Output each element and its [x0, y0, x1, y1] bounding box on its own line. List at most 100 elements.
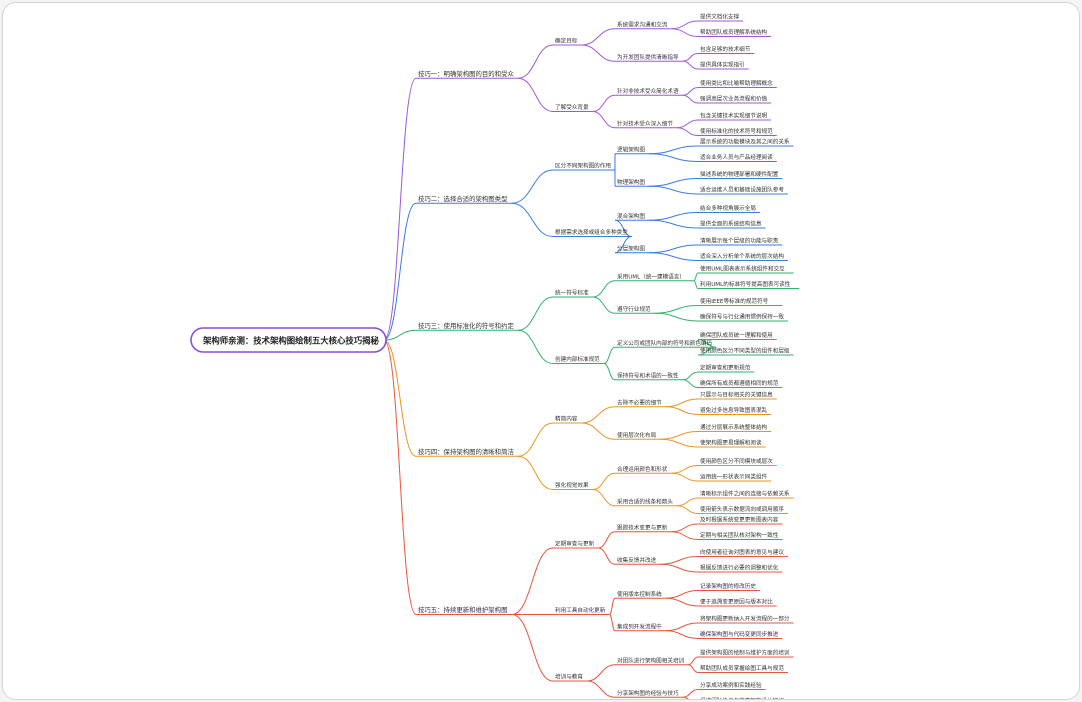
leaf-topic[interactable]: 运用统一形状表示同类组件 [698, 473, 772, 482]
leaf-topic[interactable]: 促进团队协作与共享架构设计知识 [698, 697, 788, 700]
detail-topic[interactable]: 采用合适的线条和箭头 [615, 497, 677, 507]
leaf-topic[interactable]: 确保架构图与代码变更同步推进 [698, 630, 783, 639]
subtopic[interactable]: 培训与教育 [553, 673, 587, 682]
detail-connector [671, 472, 699, 482]
leaf-topic-label: 适合深入分析单个系统的层次结构 [700, 252, 784, 260]
detail-topic[interactable]: 分层架构图 [615, 244, 649, 254]
leaf-topic[interactable]: 确保团队成员统一理解和使用 [698, 331, 777, 340]
leaf-topic[interactable]: 使用标准化的技术符号和规范 [698, 127, 777, 136]
detail-topic[interactable]: 逻辑架构图 [615, 145, 649, 155]
subtopic[interactable]: 根据需求选择或组合多种类型 [553, 228, 632, 237]
leaf-topic[interactable]: 包含关键技术实现细节说明 [698, 112, 772, 121]
detail-topic[interactable]: 集成到开发流程中 [615, 622, 666, 632]
leaf-topic[interactable]: 确保所有成员都遵循相同的规范 [698, 379, 783, 388]
leaf-topic[interactable]: 及时根据系统变更更新图表内容 [698, 516, 783, 525]
subtopic-connector [586, 680, 616, 698]
leaf-topic-label: 结合多种视角展示全局 [700, 204, 756, 212]
detail-topic[interactable]: 针对技术受众深入细节 [615, 119, 677, 129]
leaf-topic[interactable]: 清晰展示每个层级的功能与职责 [698, 237, 783, 246]
subtopic[interactable]: 确定目标 [553, 37, 582, 46]
leaf-topic[interactable]: 将架构图更新纳入开发流程的一部分 [698, 615, 794, 624]
leaf-topic-label: 适合业务人员与产品经理阅读 [700, 153, 773, 161]
leaf-topic[interactable]: 适合深入分析单个系统的层次结构 [698, 252, 788, 261]
leaf-topic[interactable]: 定期审查和更新规范 [698, 364, 755, 373]
detail-topic[interactable]: 分享架构图的经验与技巧 [615, 689, 683, 698]
detail-topic[interactable]: 针对非技术受众简化术语 [615, 87, 683, 96]
leaf-topic[interactable]: 向使用者征询对图表的意见与建议 [698, 548, 788, 557]
leaf-topic[interactable]: 提供架构图的绘制与维护方面的培训 [698, 649, 794, 658]
branch-topic-1-label: 技巧一：明确架构图的目的和受众 [418, 69, 514, 78]
leaf-topic[interactable]: 记录架构图的修改历史 [698, 582, 760, 591]
branch-topic-2[interactable]: 技巧二：选择合适的架构图类型 [416, 194, 512, 204]
leaf-topic-label: 确保团队成员统一理解和使用 [700, 331, 773, 339]
detail-topic[interactable]: 对团队进行架构图相关培训 [615, 656, 689, 666]
root-topic[interactable]: 架构师亲测：技术架构图绘制五大核心技巧揭秘 [190, 327, 387, 353]
leaf-topic-label: 描述系统的物理部署和硬件配置 [700, 170, 779, 178]
detail-topic[interactable]: 为开发团队提供清晰指导 [615, 53, 683, 62]
leaf-topic[interactable]: 只展示与目标相关的关键信息 [698, 391, 777, 400]
leaf-topic[interactable]: 使架构图更易理解和阅读 [698, 439, 766, 448]
leaf-topic[interactable]: 适合业务人员与产品经理阅读 [698, 153, 777, 162]
leaf-topic[interactable]: 提供全面的系统结构信息 [698, 220, 766, 229]
detail-topic[interactable]: 混合架构图 [615, 212, 649, 221]
leaf-topic[interactable]: 通过分层展示系统整体结构 [698, 423, 772, 432]
leaf-topic-label: 运用统一形状表示同类组件 [700, 473, 768, 481]
leaf-topic[interactable]: 根据反馈进行必要的调整和优化 [698, 564, 783, 573]
detail-topic[interactable]: 合理运用颜色和形状 [615, 465, 672, 474]
subtopic[interactable]: 利用工具自动化更新 [553, 606, 610, 615]
branch-topic-3[interactable]: 技巧三：使用标准化的符号和约定 [416, 321, 518, 331]
subtopic[interactable]: 区分不同架构图的作用 [553, 162, 615, 171]
subtopic[interactable]: 精简内容 [553, 415, 582, 424]
subtopic[interactable]: 了解受众背景 [553, 103, 593, 112]
detail-topic[interactable]: 定义公司或团队内部的符号和颜色编码 [615, 339, 717, 348]
leaf-topic-label: 避免过多信息导致图表混乱 [700, 406, 768, 414]
leaf-topic[interactable]: 适合运维人员和基础设施团队参考 [698, 186, 788, 195]
subtopic[interactable]: 创建内部标准规范 [553, 355, 604, 364]
detail-topic[interactable]: 物理架构图 [615, 178, 649, 187]
leaf-topic[interactable]: 强调高层次业务流程和价值 [698, 95, 772, 104]
detail-connector [682, 371, 699, 381]
leaf-topic[interactable]: 展示系统的功能模块及其之间的关系 [698, 138, 794, 147]
leaf-topic[interactable]: 避免过多信息导致图表混乱 [698, 406, 772, 415]
leaf-topic[interactable]: 利用UML的标准符号提高图表可读性 [698, 280, 800, 289]
leaf-topic[interactable]: 使用IEEE等标准的规范符号 [698, 297, 783, 306]
leaf-topic[interactable]: 描述系统的物理部署和硬件配置 [698, 170, 783, 179]
leaf-topic[interactable]: 使用颜色区分不同类型的组件和层级 [698, 347, 794, 356]
branch-connector [511, 547, 554, 615]
leaf-topic[interactable]: 便于追溯变更原因与版本对比 [698, 598, 777, 607]
detail-topic[interactable]: 系统需求沟通和交流 [615, 20, 672, 30]
detail-topic[interactable]: 保持符号和术语的一致性 [615, 371, 683, 381]
leaf-topic[interactable]: 使用颜色区分不同模块或层次 [698, 457, 777, 466]
leaf-topic[interactable]: 使用UML图表表示系统组件和交互 [698, 265, 794, 274]
detail-topic[interactable]: 采用UML（统一建模语言） [615, 272, 694, 282]
detail-connector [682, 53, 699, 62]
leaf-topic[interactable]: 提供文档化支撑 [698, 13, 744, 22]
detail-topic-label: 逻辑架构图 [617, 145, 645, 153]
leaf-topic[interactable]: 清晰标示组件之间的连接与依赖关系 [698, 490, 794, 499]
leaf-topic-label: 使用标准化的技术符号和规范 [700, 127, 773, 135]
subtopic-connector [603, 346, 616, 364]
leaf-topic[interactable]: 结合多种视角展示全局 [698, 204, 760, 213]
detail-topic[interactable]: 使用版本控制系统 [615, 590, 666, 599]
detail-topic[interactable]: 遵守行业规范 [615, 305, 655, 314]
subtopic[interactable]: 定期审查与更新 [553, 540, 599, 549]
detail-topic[interactable]: 收集反馈并改进 [615, 556, 661, 565]
leaf-topic[interactable]: 帮助团队成员掌握绘图工具与规范 [698, 664, 788, 673]
branch-topic-1[interactable]: 技巧一：明确架构图的目的和受众 [416, 69, 518, 79]
leaf-topic[interactable]: 使用箭头表示数据流向或调用顺序 [698, 505, 788, 514]
detail-topic[interactable]: 使用层次化布局 [615, 431, 661, 440]
leaf-topic[interactable]: 使用类比和比喻帮助理解概念 [698, 79, 777, 88]
leaf-topic[interactable]: 确保符号与行业通用惯例保持一致 [698, 313, 788, 322]
leaf-topic[interactable]: 提供具体实现指引 [698, 61, 749, 70]
detail-topic[interactable]: 跟踪技术变更与更新 [615, 523, 672, 533]
subtopic[interactable]: 强化视觉效果 [553, 481, 593, 490]
leaf-topic[interactable]: 分享成功案例和实践经验 [698, 681, 766, 690]
leaf-topic[interactable]: 定期与相关团队核对架构一致性 [698, 531, 783, 540]
leaf-topic[interactable]: 帮助团队成员理解系统结构 [698, 28, 772, 37]
branch-topic-4[interactable]: 技巧四：保持架构图的清晰和简洁 [416, 447, 518, 457]
branch-topic-5[interactable]: 技巧五：持续更新和维护架构图 [416, 605, 512, 615]
leaf-topic[interactable]: 包含足够的技术细节 [698, 45, 755, 54]
subtopic-connector [581, 44, 616, 62]
subtopic[interactable]: 统一符号标准 [553, 289, 593, 298]
detail-topic[interactable]: 去除不必要的细节 [615, 398, 666, 408]
